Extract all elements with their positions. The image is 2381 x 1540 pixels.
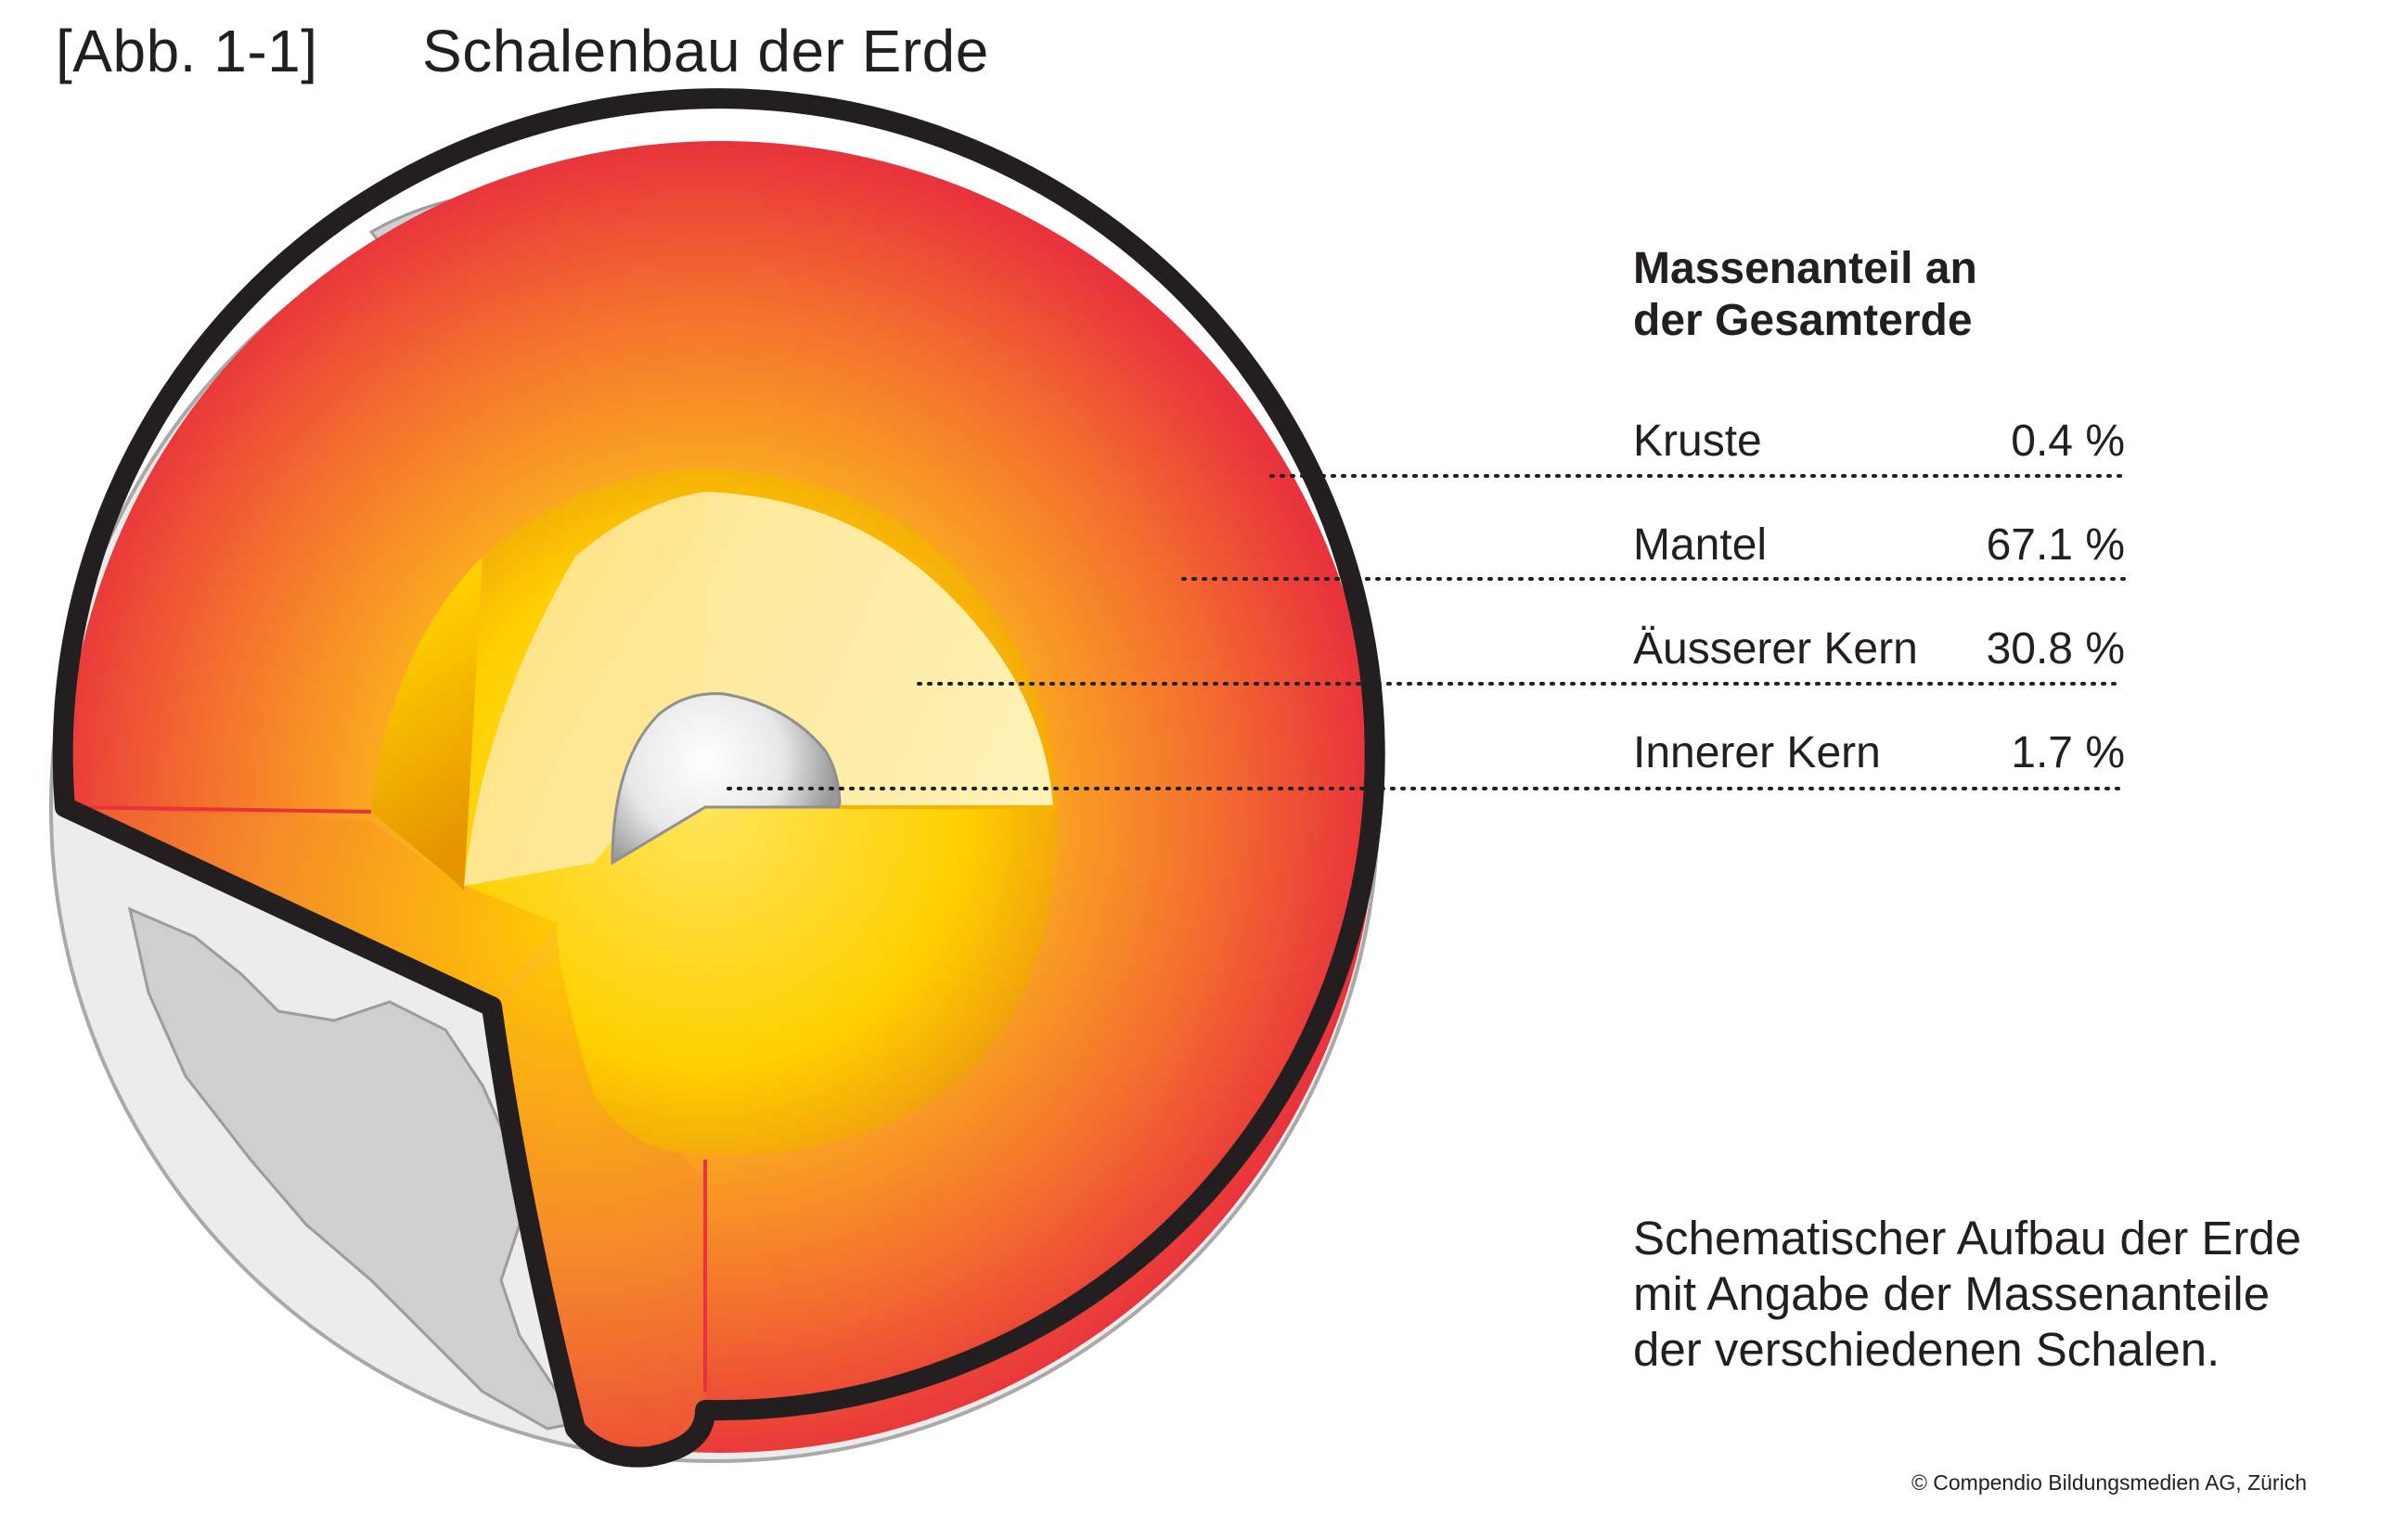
legend-row-mantle: Mantel 67.1 % [1633,520,2125,575]
figure-caption: Schematischer Aufbau der Erde mit Angabe… [1633,1211,2301,1378]
legend-heading-line1: Massenanteil an [1633,244,1977,293]
figure-label: [Abb. 1-1] [56,18,318,84]
legend-row-outer-core: Äusserer Kern 30.8 % [1633,623,2125,679]
layer-name: Mantel [1633,520,1768,570]
caption-line2: mit Angabe der Massenanteile [1633,1267,2271,1320]
layer-value: 0.4 % [2011,417,2125,466]
crust-outline [52,88,1385,1468]
caption-line1: Schematischer Aufbau der Erde [1633,1212,2302,1264]
layer-value: 30.8 % [1986,624,2125,674]
leader-lines [727,474,2127,790]
layer-name: Kruste [1633,417,1762,466]
mantle-cut-wedge [492,932,705,1457]
layer-value: 1.7 % [2011,728,2125,777]
caption-line3: der verschiedenen Schalen. [1633,1323,2220,1376]
layer-value: 67.1 % [1986,520,2125,570]
continent-americas [127,906,598,1431]
figure-title: Schalenbau der Erde [422,18,989,84]
layer-name: Äusserer Kern [1633,624,1918,674]
layer-name: Innerer Kern [1633,728,1881,777]
legend-heading-line2: der Gesamterde [1633,296,1973,345]
legend-row-inner-core: Innerer Kern 1.7 % [1633,727,2125,783]
legend-row-crust: Kruste 0.4 % [1633,416,2125,471]
copyright-notice: © Compendio Bildungsmedien AG, Zürich [1911,1470,2307,1495]
legend-heading: Massenanteil an der Gesamterde [1633,243,1977,347]
outer-core-side [371,557,483,891]
inner-core-layer [611,692,842,866]
